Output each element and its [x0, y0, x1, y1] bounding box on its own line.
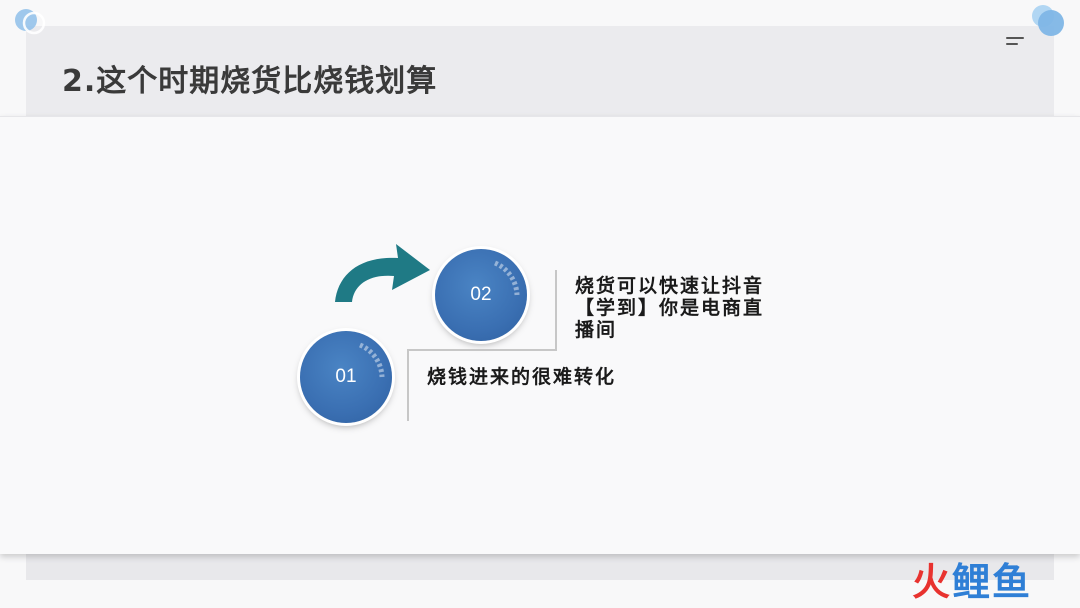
connector-line: [407, 349, 557, 351]
slide-title: 2.这个时期烧货比烧钱划算: [62, 64, 438, 99]
watermark-logo: 火鲤鱼: [912, 560, 1032, 604]
watermark-part-1: 火: [912, 560, 953, 604]
menu-icon: [1006, 37, 1028, 47]
bottom-band: [26, 552, 1054, 580]
step-01-text: 烧钱进来的很难转化: [427, 366, 617, 388]
step-circle-02: 02: [435, 249, 527, 341]
connector-line: [407, 350, 409, 421]
step-02-text: 烧货可以快速让抖音【学到】你是电商直播间: [575, 275, 765, 341]
bubble-decoration-right: [1032, 5, 1064, 36]
connector-line: [555, 270, 557, 350]
content-card: [0, 116, 1080, 554]
step-number: 02: [470, 284, 492, 305]
watermark-part-2: 鲤鱼: [952, 560, 1033, 604]
bubble-decoration-left: [15, 9, 46, 35]
curved-arrow-icon: [335, 244, 430, 302]
header-band: [26, 26, 1054, 118]
step-number: 01: [335, 366, 357, 387]
step-circle-01: 01: [300, 331, 392, 423]
